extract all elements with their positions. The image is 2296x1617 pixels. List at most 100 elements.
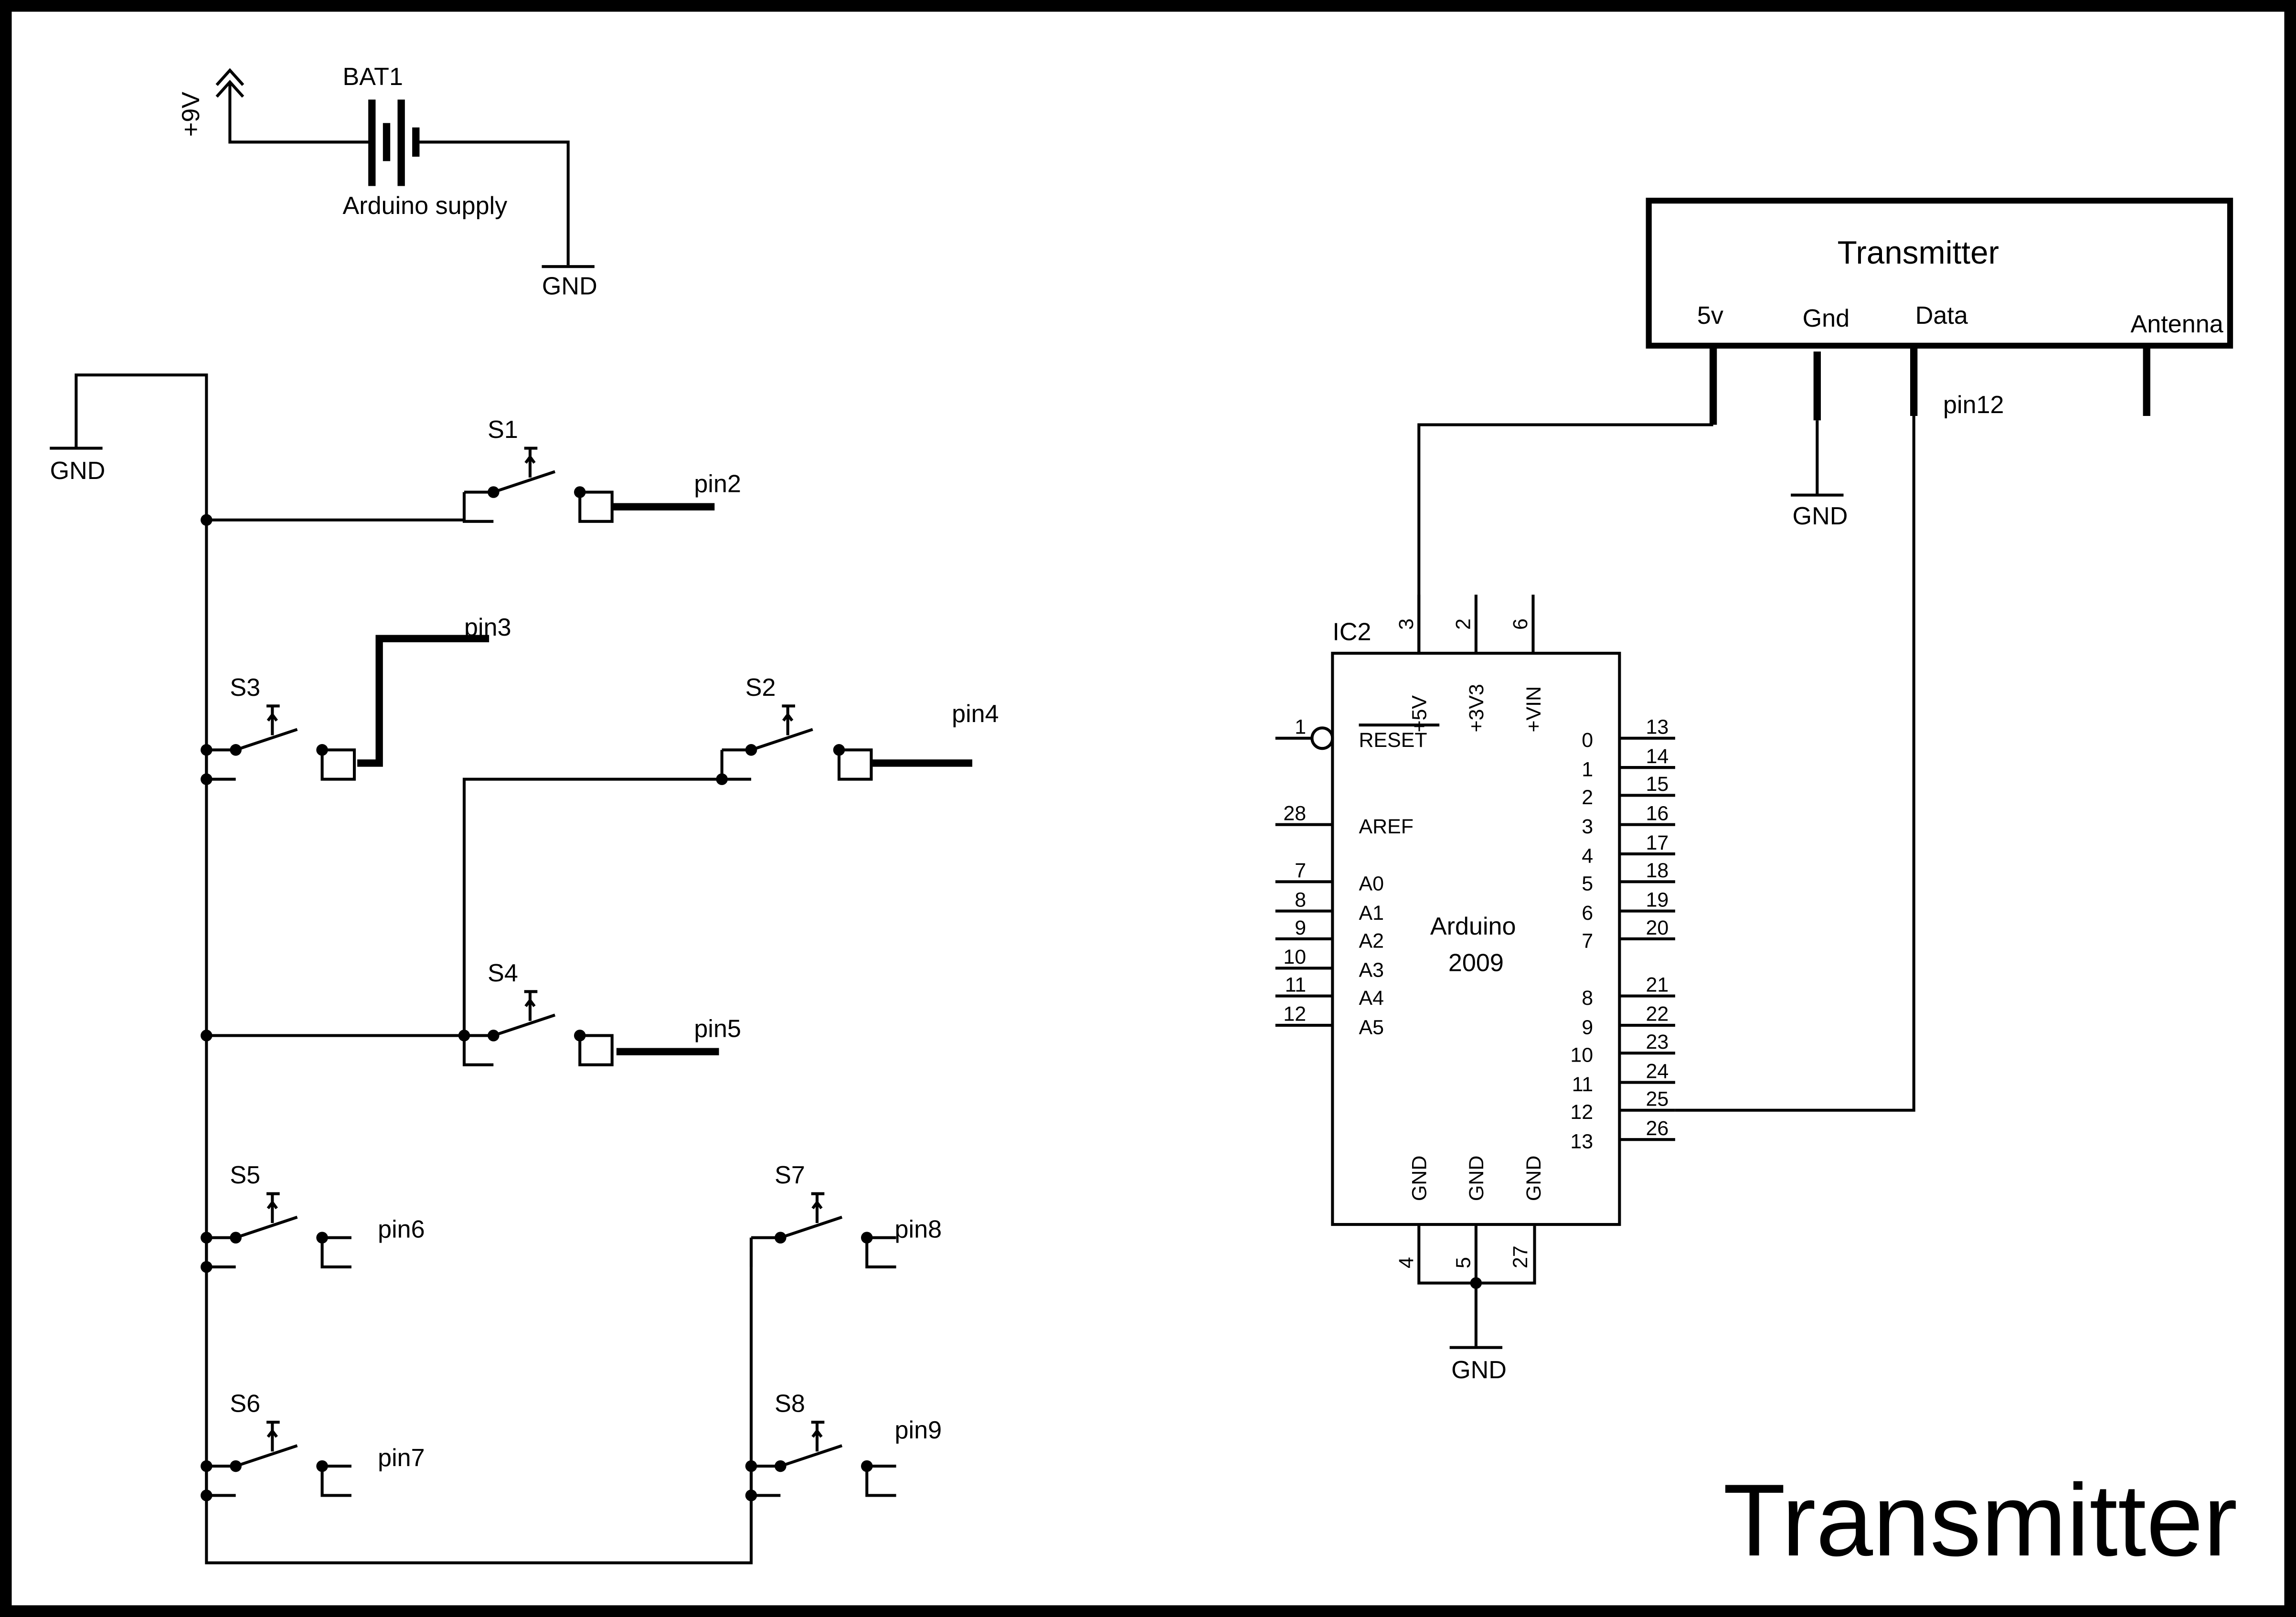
junction-dots <box>201 514 757 1501</box>
pin-name: 3 <box>1582 815 1593 838</box>
pin-name: A4 <box>1359 987 1384 1010</box>
pin-name: 10 <box>1570 1044 1593 1067</box>
switch-ref-s1: S1 <box>488 416 518 444</box>
transmitter-pin-antenna: Antenna <box>2131 310 2223 338</box>
pin-name: 12 <box>1570 1101 1593 1124</box>
switch-net-s6: pin7 <box>378 1444 425 1472</box>
pin-name: A3 <box>1359 959 1384 982</box>
pin-number: 10 <box>1283 946 1306 968</box>
transmitter-name: Transmitter <box>1838 235 1999 271</box>
switch-s2: S2 pin4 <box>720 674 999 781</box>
transmitter-pin-data: Data <box>1915 302 1968 330</box>
supply-arrow-icon <box>215 68 244 98</box>
pin-name: 9 <box>1582 1016 1593 1039</box>
pin-name: 6 <box>1582 902 1593 925</box>
switch-common-gnd-label: GND <box>50 457 106 485</box>
switch-ref-s8: S8 <box>775 1390 805 1418</box>
pin-name: 0 <box>1582 729 1593 752</box>
transmitter-pin-5v: 5v <box>1697 302 1723 330</box>
pin-number: 11 <box>1285 973 1307 996</box>
pin-number: 22 <box>1646 1003 1669 1026</box>
pin-number: 23 <box>1646 1031 1669 1053</box>
push-button-icon <box>462 990 614 1066</box>
battery-symbol <box>368 99 420 186</box>
switch-ref-s7: S7 <box>775 1161 805 1189</box>
sheet-title: Transmitter <box>1723 1463 2237 1577</box>
pin-number: 2 <box>1452 618 1475 630</box>
pin-number: 14 <box>1646 745 1669 768</box>
pin-number: 12 <box>1283 1003 1306 1026</box>
pin-number: 5 <box>1452 1257 1475 1268</box>
pin-number: 13 <box>1646 716 1669 739</box>
pin-name: +5V <box>1408 695 1431 733</box>
switch-net-s5: pin6 <box>378 1216 425 1244</box>
arduino-gnd-label: GND <box>1451 1356 1507 1384</box>
pin-name: AREF <box>1359 815 1414 838</box>
battery-ref: BAT1 <box>343 63 403 91</box>
switch-ref-s2: S2 <box>745 674 776 702</box>
transmitter-pin-gnd: Gnd <box>1803 305 1850 332</box>
switch-net-s7: pin8 <box>895 1216 942 1244</box>
inverted-pin-icon <box>1310 726 1334 750</box>
pin-name: GND <box>1408 1156 1431 1201</box>
pin-number: 1 <box>1295 716 1306 739</box>
pin-name: A5 <box>1359 1016 1384 1039</box>
push-button-icon <box>462 447 614 523</box>
push-button-icon <box>720 704 873 781</box>
pin-number: 7 <box>1295 859 1306 882</box>
pin-name: A2 <box>1359 929 1384 952</box>
switch-s8: S8 pin9 <box>749 1390 942 1497</box>
switch-s1: S1 pin2 <box>462 416 741 523</box>
pin-number: 6 <box>1509 618 1532 630</box>
pin-number: 4 <box>1395 1257 1418 1268</box>
transmitter-module: Transmitter 5v Gnd Data Antenna GND pin1… <box>1417 198 2233 1112</box>
switch-net-s8: pin9 <box>895 1416 942 1444</box>
transmitter-gnd-label: GND <box>1793 502 1848 530</box>
pin-number: 26 <box>1646 1117 1669 1140</box>
switch-net-s4: pin5 <box>694 1015 741 1043</box>
pin-number: 9 <box>1295 916 1306 939</box>
pin-name: 5 <box>1582 872 1593 895</box>
pin-name: 4 <box>1582 844 1593 867</box>
battery-desc: Arduino supply <box>343 192 508 220</box>
pin-name: 11 <box>1572 1073 1594 1096</box>
battery-gnd-label: GND <box>542 272 597 300</box>
pin-name: A0 <box>1359 872 1384 895</box>
push-button-icon <box>749 1192 896 1269</box>
arduino-name-line1: Arduino <box>1430 913 1516 940</box>
pin-name: A1 <box>1359 902 1384 925</box>
pin-name: 2 <box>1582 786 1593 809</box>
push-button-icon <box>749 1421 896 1497</box>
pin-name: 8 <box>1582 987 1593 1010</box>
push-button-icon <box>205 1421 351 1497</box>
pin-number: 25 <box>1646 1088 1669 1111</box>
pin-number: 15 <box>1646 773 1669 796</box>
switch-ref-s3: S3 <box>230 674 260 702</box>
switch-ref-s6: S6 <box>230 1390 260 1418</box>
pin-number: 21 <box>1646 973 1669 996</box>
pin-name: +3V3 <box>1465 684 1488 732</box>
pin-number: 8 <box>1295 888 1306 911</box>
supply-label: +9V <box>177 92 205 137</box>
switch-bank-wiring: GND <box>50 373 973 1564</box>
switch-net-s3: pin3 <box>464 614 511 641</box>
pin-name: 7 <box>1582 929 1593 952</box>
switch-s3: S3 pin3 <box>205 614 511 781</box>
arduino-right-pins: 1301411521631741851962072182292310241125… <box>1570 716 1675 1153</box>
transmitter-data-net: pin12 <box>1943 391 2004 419</box>
pin-name: GND <box>1522 1156 1545 1201</box>
switch-s4: S4 pin5 <box>458 959 741 1066</box>
pin-number: 20 <box>1646 916 1669 939</box>
arduino-ref: IC2 <box>1332 618 1371 646</box>
transmitter-body <box>1646 198 2233 349</box>
pin-number: 17 <box>1646 831 1669 854</box>
pin-name: 1 <box>1582 758 1593 781</box>
pin-number: 19 <box>1646 888 1669 911</box>
pin-name: +VIN <box>1522 686 1545 733</box>
